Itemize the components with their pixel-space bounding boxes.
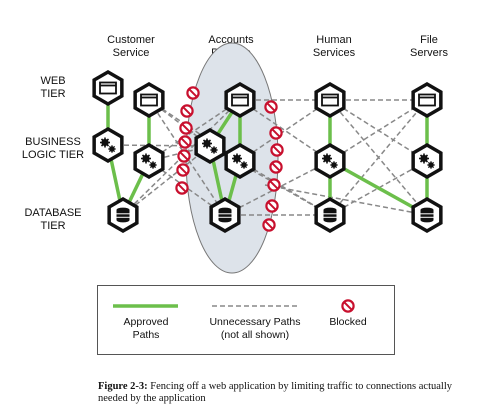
- customer-service-logic-node-2: [133, 143, 164, 179]
- customer-service-web-node-2: [133, 82, 164, 118]
- blocked-icon: [175, 181, 189, 195]
- blocked-icon: [177, 149, 191, 163]
- row-label-web-tier: WEB TIER: [40, 75, 66, 100]
- blocked-icon: [264, 100, 278, 114]
- column-label-file-servers: File Servers: [410, 34, 448, 59]
- file-servers-web-node: [411, 82, 442, 118]
- customer-service-web-node-1: [92, 70, 123, 106]
- column-label-customer-service: Customer Service: [107, 34, 155, 59]
- blocked-icon: [180, 104, 194, 118]
- blocked-icon: [178, 135, 192, 149]
- caption-label: Figure 2-3:: [98, 381, 148, 392]
- legend-unnecessary-label: Unnecessary Paths (not all shown): [209, 316, 301, 341]
- column-label-human-services: Human Services: [312, 34, 356, 59]
- blocked-icon: [186, 86, 200, 100]
- file-servers-logic-node: [411, 143, 442, 179]
- blocked-icon: [176, 163, 190, 177]
- file-servers-db-node: [411, 197, 442, 233]
- caption-text: Fencing off a web application by limitin…: [98, 381, 452, 404]
- blocked-icon: [267, 178, 281, 192]
- legend: [97, 285, 395, 355]
- legend-approved-label: Approved Paths: [123, 316, 169, 341]
- legend-blocked-label: Blocked: [329, 316, 367, 328]
- blocked-icon: [270, 143, 284, 157]
- blocked-icon: [262, 218, 276, 232]
- blocked-icon: [265, 199, 279, 213]
- customer-service-logic-node-1: [92, 127, 123, 163]
- blocked-icon: [179, 121, 193, 135]
- blocked-icon: [269, 126, 283, 140]
- row-label-business-logic-tier: BUSINESS LOGIC TIER: [21, 136, 85, 161]
- blocked-icon: [269, 160, 283, 174]
- figure-caption: Figure 2-3: Fencing off a web applicatio…: [98, 381, 458, 405]
- human-services-logic-node: [314, 143, 345, 179]
- customer-service-db-node: [107, 197, 138, 233]
- row-label-database-tier: DATABASE TIER: [24, 207, 82, 232]
